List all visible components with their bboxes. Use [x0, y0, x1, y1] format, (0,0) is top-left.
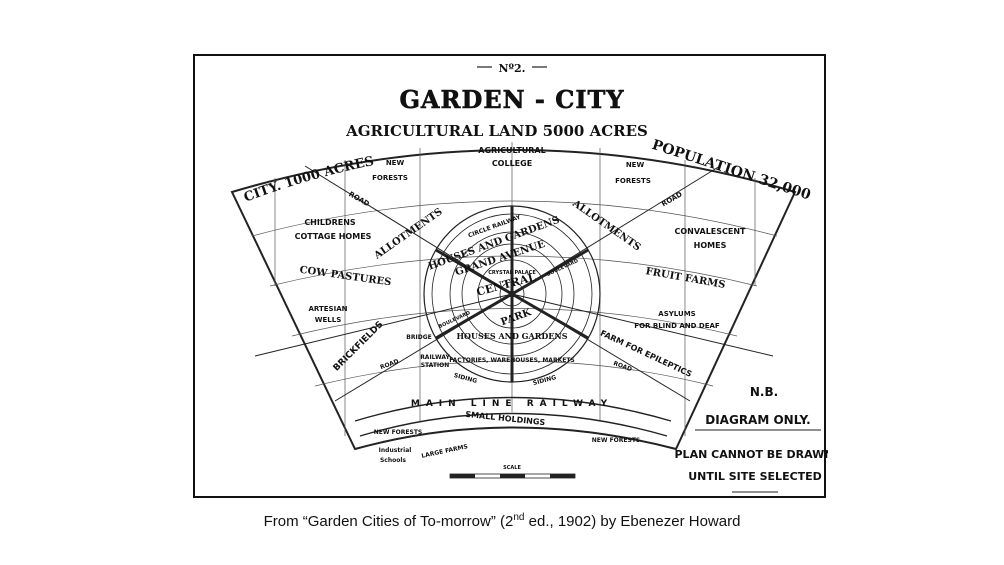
label-new-forests-left-2: FORESTS	[372, 174, 408, 182]
label-fruit-farms: FRUIT FARMS	[645, 266, 726, 291]
note-diagram-only: DIAGRAM ONLY.	[705, 413, 811, 427]
label-scale: SCALE	[503, 465, 521, 471]
label-road-right: ROAD	[660, 190, 684, 208]
label-college: COLLEGE	[492, 159, 532, 168]
sector-outline	[230, 149, 797, 451]
label-new-forests-bottom-right: NEW FORESTS	[592, 437, 640, 444]
label-homes: HOMES	[694, 241, 727, 250]
label-road-bottom-left: ROAD	[379, 358, 399, 371]
grid-lines	[251, 142, 778, 436]
boulevards	[435, 206, 589, 382]
label-station: STATION	[421, 362, 450, 369]
caption-text-after: ed., 1902) by Ebenezer Howard	[524, 513, 741, 530]
label-cottage-homes: COTTAGE HOMES	[295, 232, 372, 241]
label-agricultural: AGRICULTURAL	[478, 146, 545, 155]
label-childrens: CHILDRENS	[304, 218, 356, 227]
label-blind-deaf: FOR BLIND AND DEAF	[634, 322, 720, 330]
label-bridge: BRIDGE	[406, 334, 431, 341]
label-convalescent: CONVALESCENT	[674, 227, 746, 236]
label-boulevard-right: BOULEVARD	[546, 258, 579, 278]
label-new-forests-right-1: NEW	[626, 161, 645, 169]
label-industrial: Industrial	[379, 447, 412, 454]
main-line-railway-lower	[359, 412, 668, 437]
main-line-railway-upper	[354, 396, 672, 422]
diagram-title: GARDEN - CITY	[399, 85, 624, 114]
label-schools: Schools	[380, 457, 406, 464]
note-plan-cannot: PLAN CANNOT BE DRAWN	[675, 448, 829, 461]
label-railway: RAILWAY	[420, 354, 450, 361]
label-road-bottom-right: ROAD	[612, 360, 632, 373]
label-brickfields: BRICKFIELDS	[332, 320, 386, 374]
label-allotments-right: ALLOTMENTS	[570, 198, 643, 254]
label-farm-epileptics: FARM FOR EPILEPTICS	[599, 329, 693, 379]
label-new-forests-bottom-left: NEW FORESTS	[374, 429, 422, 436]
garden-city-diagram: Nº2. GARDEN - CITY	[230, 62, 829, 493]
note-nb: N.B.	[750, 385, 778, 399]
label-artesian: ARTESIAN	[309, 305, 348, 313]
label-asylums: ASYLUMS	[658, 310, 695, 318]
scale-bar	[449, 473, 576, 479]
diagram-number: Nº2.	[498, 62, 525, 75]
diagram-frame: Nº2. GARDEN - CITY	[193, 54, 829, 498]
label-main-line-railway: MAIN LINE RAILWAY	[411, 399, 613, 409]
label-houses-gardens-bottom: HOUSES AND GARDENS	[457, 331, 568, 341]
caption-text-before: From “Garden Cities of To-morrow” (2	[263, 513, 514, 530]
label-road-left: ROAD	[347, 190, 371, 208]
label-small-holdings: SMALL HOLDINGS	[465, 410, 546, 427]
label-wells: WELLS	[315, 316, 341, 324]
label-new-forests-left-1: NEW	[386, 159, 405, 167]
label-new-forests-right-2: FORESTS	[615, 177, 651, 185]
label-park: PARK	[499, 307, 533, 328]
agricultural-land-label: AGRICULTURAL LAND 5000 ACRES	[345, 122, 648, 140]
label-crystal-palace: CRYSTAL PALACE	[488, 270, 536, 276]
label-factories: FACTORIES, WAREHOUSES, MARKETS	[449, 357, 575, 364]
note-until-site: UNTIL SITE SELECTED	[688, 470, 822, 483]
caption-superscript: nd	[513, 512, 525, 523]
figure-caption: From “Garden Cities of To-morrow” (2nd e…	[0, 512, 1004, 530]
label-large-farms: LARGE FARMS	[421, 443, 469, 460]
label-siding-right: SIDING	[532, 374, 557, 387]
